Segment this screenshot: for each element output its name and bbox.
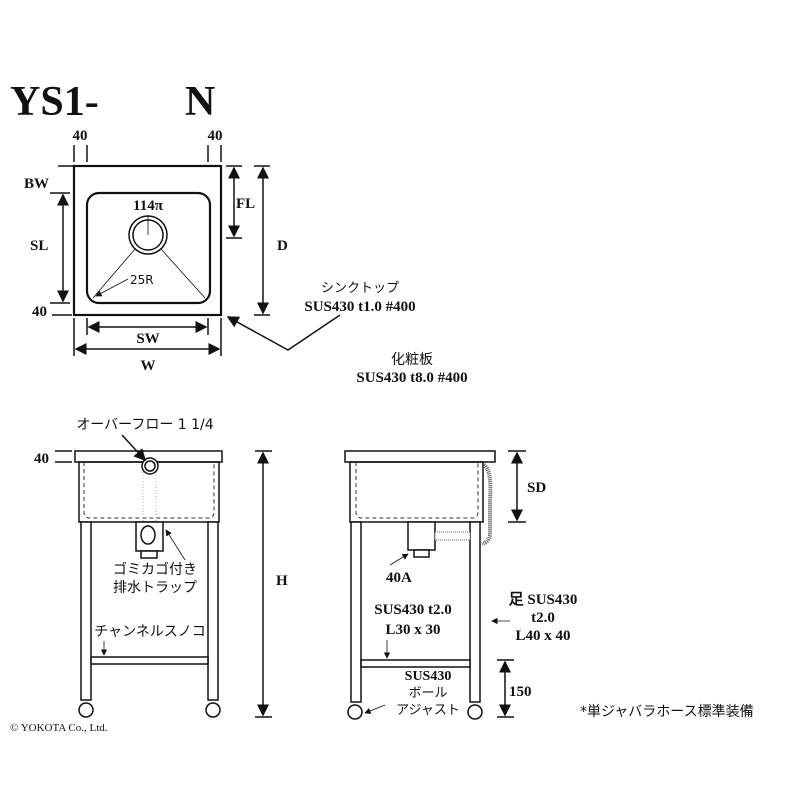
shelf [360, 659, 471, 668]
sd-label: SD [527, 480, 546, 496]
trap-label-1: ゴミカゴ付き [113, 561, 197, 578]
basin-outline [85, 191, 212, 305]
drain-hose [434, 531, 471, 541]
sl-label: SL [30, 238, 48, 254]
drain-size-label: 114π [133, 198, 164, 214]
shelf-spec-1: SUS430 t2.0 [374, 602, 452, 618]
sink-top-spec: SUS430 t1.0 #400 [304, 299, 415, 315]
leg-spec-3: L40 x 40 [515, 628, 570, 644]
panel-spec: SUS430 t8.0 #400 [356, 370, 467, 386]
basin-body [349, 461, 484, 523]
side-view: SD 40A SUS430 t2.0 L30 x 30 足 SUS430 t2.… [344, 450, 578, 720]
w-label: W [141, 358, 156, 374]
model-suffix: N [185, 79, 215, 125]
leg [80, 521, 92, 701]
shelf-spec-2: L30 x 30 [385, 622, 440, 638]
adjuster-spec-3: アジャスト [396, 703, 460, 718]
leg-spec-2: t2.0 [531, 610, 555, 626]
leg-spec-1: 足 SUS430 [509, 591, 578, 608]
height-150-label: 150 [509, 684, 532, 700]
fl-label: FL [236, 196, 255, 212]
d-label: D [277, 238, 288, 254]
panel-label: 化粧板 [391, 352, 433, 368]
sink-top-label: シンクトップ [321, 281, 399, 296]
sink-top-outline [72, 164, 223, 317]
adjuster-spec-1: SUS430 [405, 669, 452, 684]
margin-right-label: 40 [208, 128, 223, 144]
shelf-label: チャンネルスノコ [94, 624, 206, 640]
note-text: *単ジャバラホース標準装備 [580, 704, 754, 720]
leg [350, 521, 362, 703]
model-title: YS1- [10, 79, 99, 125]
margin-bottom-label: 40 [32, 304, 47, 320]
sw-label: SW [136, 331, 159, 347]
wheel [78, 702, 94, 718]
overflow-label: オーバーフロー 1 1/4 [76, 417, 213, 433]
bw-label: BW [24, 176, 49, 192]
channel-shelf [90, 656, 209, 665]
leg [207, 521, 219, 701]
copyright: © YOKOTA Co., Ltd. [10, 722, 108, 734]
trap-label-2: 排水トラップ [113, 580, 197, 596]
drain-trap [407, 521, 436, 551]
front-view: 40 オーバーフロー 1 1/4 ゴミカゴ付き 排水トラップ チャンネルスノコ … [34, 417, 288, 718]
h-label: H [276, 573, 288, 589]
top-thickness-label: 40 [34, 451, 49, 467]
top-slab [344, 450, 496, 463]
wheel [347, 704, 363, 720]
corner-radius-label: 25R [130, 273, 154, 287]
wheel [467, 704, 483, 720]
outlet-label: 40A [386, 570, 412, 586]
leg [469, 521, 481, 703]
wheel [205, 702, 221, 718]
side-hose [481, 463, 493, 546]
margin-left-label: 40 [73, 128, 88, 144]
adjuster-spec-2: ボール [408, 686, 447, 701]
top-view: 114π 25R 40 40 BW SL 40 FL D SW W シン [24, 128, 468, 386]
